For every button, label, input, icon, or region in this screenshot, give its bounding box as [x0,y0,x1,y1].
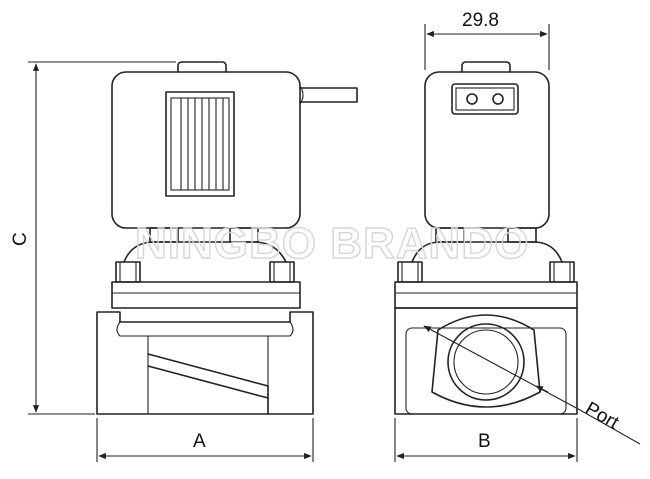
side-body [394,307,578,415]
watermark-text: NINGBO BRANDO [135,219,529,268]
front-bonnet [111,261,301,309]
side-view [394,61,578,415]
side-stem [411,227,563,263]
front-body [96,311,314,415]
dimension-c-label: C [10,232,31,246]
coil-width-label: 29.8 [462,10,499,31]
front-stem [123,227,287,263]
side-coil [424,61,550,229]
front-view [96,61,358,415]
dimension-a-label: A [193,431,206,452]
coil-fins [180,98,224,190]
dimension-lines [28,24,641,462]
port-opening [431,314,541,408]
side-bonnet [394,261,578,309]
front-coil [111,61,358,229]
port-label: Port [582,398,623,434]
dimension-b-label: B [478,431,491,452]
connector-socket [451,83,519,115]
